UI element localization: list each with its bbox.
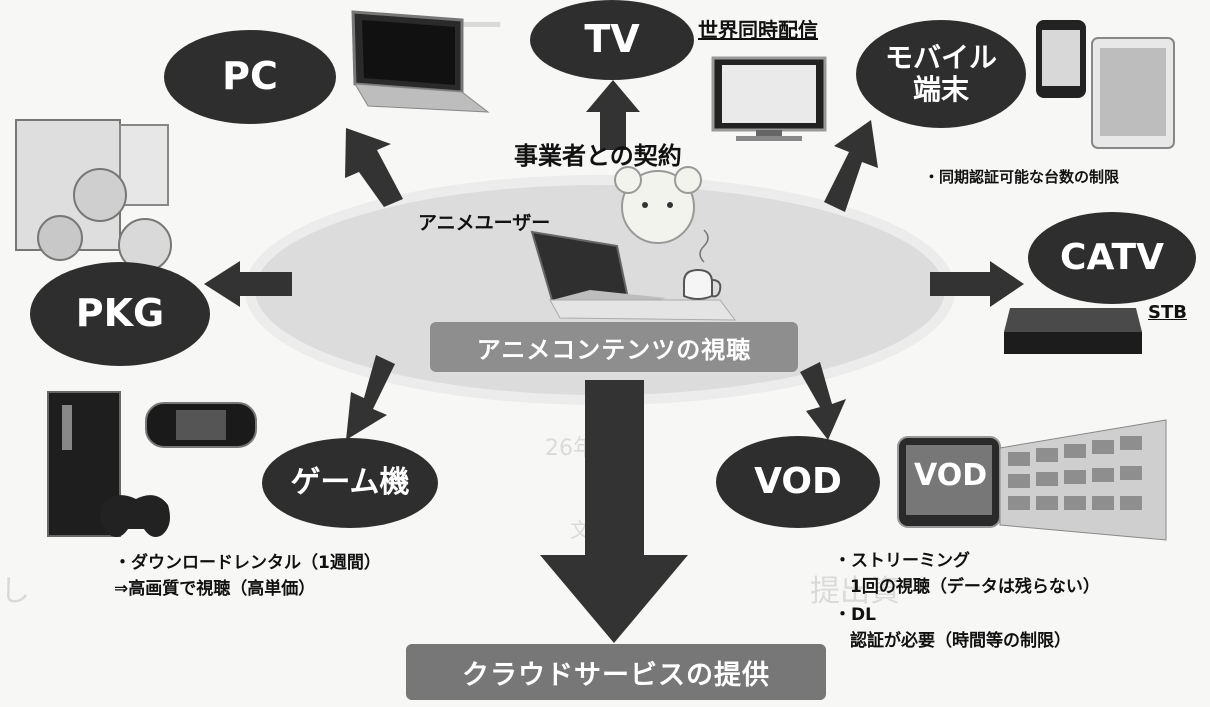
- game-note-1: ・ダウンロードレンタル（1週間）: [114, 553, 381, 573]
- arrow-to-tv: [586, 80, 640, 150]
- mobile-note: ・同期認証可能な台数の制限: [924, 168, 1120, 186]
- tv-picture: [711, 56, 827, 141]
- pkg-packages-picture: [15, 119, 172, 272]
- node-catv: CATV: [1028, 212, 1196, 304]
- node-game: ゲーム機: [262, 438, 438, 528]
- game-note-2: ⇒高画質で視聴（高単価）: [114, 579, 316, 599]
- arrows: [204, 80, 1024, 643]
- node-vod: VOD: [716, 436, 880, 528]
- user-label: アニメユーザー: [418, 212, 551, 234]
- tv-note: 世界同時配信: [698, 18, 818, 42]
- mobile-devices-picture: [1036, 20, 1175, 149]
- arrow-to-catv: [930, 261, 1024, 307]
- arrow-to-pkg: [204, 261, 292, 307]
- cloud-service-banner: クラウドサービスの提供: [406, 644, 826, 700]
- node-mobile: モバイル 端末: [856, 20, 1026, 128]
- node-tv: TV: [530, 0, 694, 80]
- vod-screen-text: VOD: [914, 458, 988, 493]
- vod-note-1: ・ストリーミング: [834, 551, 970, 571]
- arrow-to-game: [346, 355, 395, 440]
- node-pkg: PKG: [30, 262, 210, 366]
- contract-label: 事業者との契約: [514, 142, 682, 170]
- pc-laptop-picture: [351, 10, 490, 113]
- stb-box-picture: [1004, 308, 1142, 354]
- arrow-to-pc: [345, 128, 403, 207]
- node-pc: PC: [164, 30, 336, 124]
- stb-label: STB: [1148, 302, 1187, 323]
- vod-note-3: ・DL: [834, 605, 876, 625]
- vod-note-4: 認証が必要（時間等の制限）: [850, 631, 1071, 651]
- arrow-to-vod: [800, 362, 846, 440]
- arrow-to-mobile: [824, 120, 878, 212]
- bear-user-picture: [530, 166, 737, 321]
- vod-note-2: 1回の視聴（データは残らない）: [850, 577, 1100, 597]
- viewing-banner: アニメコンテンツの視聴: [430, 322, 798, 372]
- game-console-picture: [47, 391, 257, 537]
- arrow-to-cloud: [540, 380, 688, 643]
- vod-screens-picture: [897, 419, 1167, 541]
